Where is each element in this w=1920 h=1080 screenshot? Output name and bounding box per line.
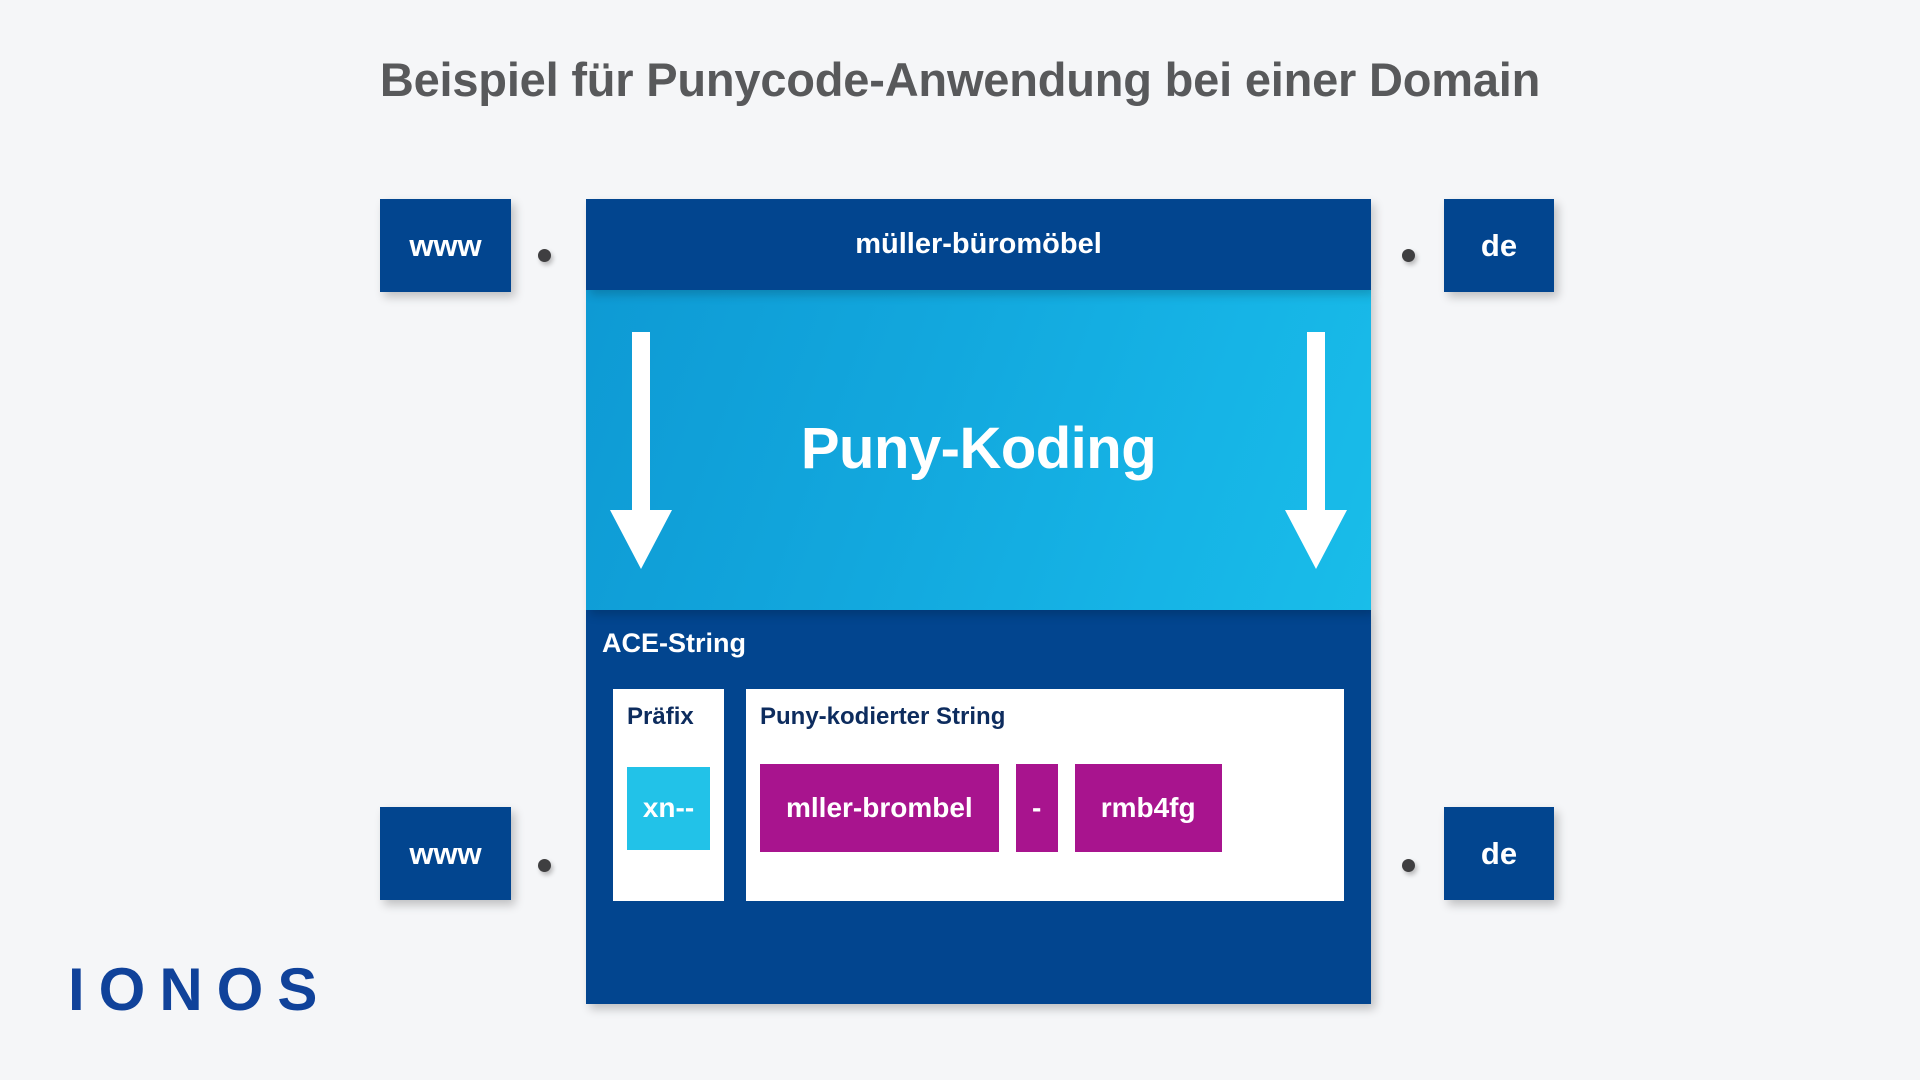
ionos-logo: IONOS	[68, 956, 332, 1023]
ace-string-title: ACE-String	[602, 628, 746, 658]
ace-string-panels: Präfix xn-- Puny-kodierter String mller-…	[613, 689, 1344, 901]
bottom-tld-chip: de	[1444, 807, 1554, 900]
prefix-token: xn--	[627, 766, 710, 850]
top-subdomain-chip: www	[380, 199, 511, 292]
bottom-subdomain-label: www	[409, 835, 482, 871]
ace-string-band: ACE-String Präfix xn-- Puny-kodierter St…	[586, 610, 1371, 1004]
unicode-domain-band: müller-büromöbel	[586, 199, 1371, 290]
encoded-token-extended: rmb4fg	[1074, 764, 1222, 852]
bottom-right-separator-dot	[1402, 859, 1415, 872]
punycode-conversion-stack: müller-büromöbel Puny-Koding ACE-String	[586, 199, 1371, 1004]
bottom-left-separator-dot	[538, 859, 551, 872]
encoded-token-delimiter: -	[1015, 764, 1058, 852]
prefix-panel-body: xn--	[627, 753, 710, 863]
down-arrow-icon-left	[610, 332, 672, 569]
page-title: Beispiel für Punycode-Anwendung bei eine…	[379, 53, 1541, 106]
bottom-subdomain-chip: www	[380, 807, 511, 900]
top-right-separator-dot	[1402, 249, 1415, 262]
top-subdomain-label: www	[409, 227, 482, 263]
top-tld-label: de	[1480, 227, 1518, 263]
encoded-string-panel-body: mller-brombel - rmb4fg	[760, 753, 1330, 863]
bottom-tld-label: de	[1480, 835, 1518, 871]
top-left-separator-dot	[538, 249, 551, 262]
encoded-string-panel-title: Puny-kodierter String	[760, 703, 1006, 730]
top-tld-chip: de	[1444, 199, 1554, 292]
puny-koding-label: Puny-Koding	[800, 416, 1157, 482]
prefix-panel-title: Präfix	[627, 703, 694, 730]
unicode-domain-label: müller-büromöbel	[855, 228, 1102, 260]
puny-koding-band: Puny-Koding	[586, 290, 1371, 610]
prefix-panel: Präfix xn--	[613, 689, 724, 901]
down-arrow-icon-right	[1285, 332, 1347, 569]
encoded-string-panel: Puny-kodierter String mller-brombel - rm…	[746, 689, 1344, 901]
encoded-token-basic: mller-brombel	[760, 764, 999, 852]
